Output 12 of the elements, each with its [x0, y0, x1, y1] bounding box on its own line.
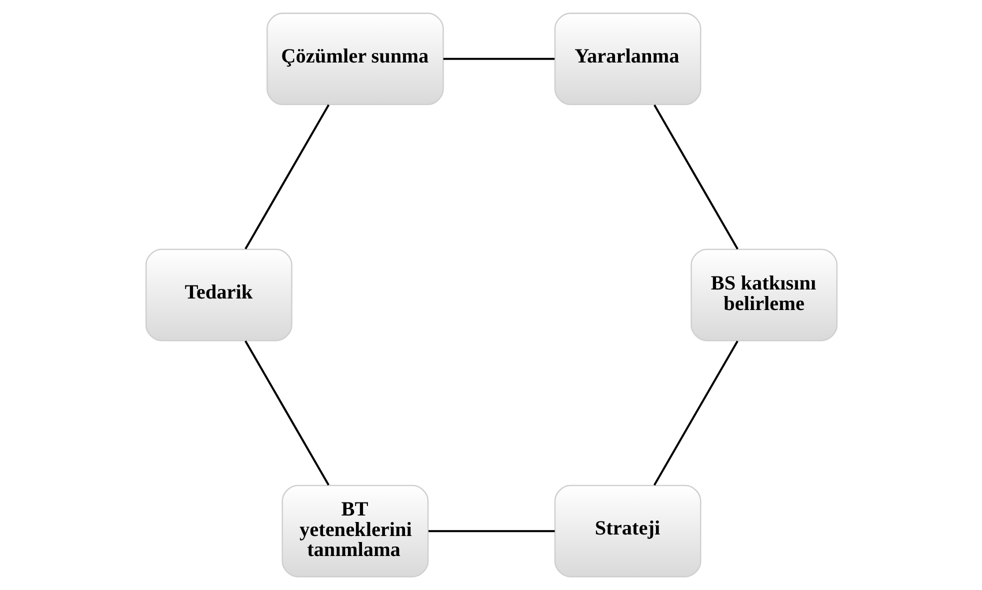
node-box: BS katkısını belirleme: [690, 248, 838, 342]
node-box: Tedarik: [144, 248, 292, 342]
connector: [653, 104, 738, 250]
node-box: Çözümler sunma: [266, 12, 444, 106]
connector: [244, 340, 329, 486]
connector: [442, 58, 554, 60]
node-box: Strateji: [554, 484, 701, 578]
connector: [428, 530, 554, 532]
node-box: BT yeteneklerini tanımlama: [281, 484, 428, 578]
connector: [652, 340, 738, 486]
connector: [244, 104, 330, 250]
node-box: Yararlanma: [554, 12, 701, 106]
